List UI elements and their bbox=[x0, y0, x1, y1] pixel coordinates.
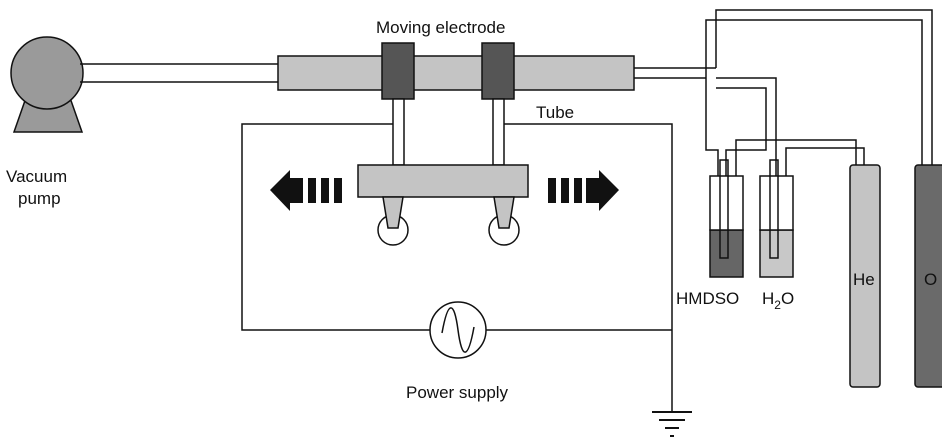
oxygen-label: O bbox=[924, 270, 937, 289]
carriage-wheel-left bbox=[377, 196, 409, 246]
sine-wave-icon bbox=[429, 301, 487, 359]
power-supply-label: Power supply bbox=[406, 383, 509, 402]
electrode-ring-left bbox=[381, 42, 415, 100]
arrow-left-icon bbox=[270, 170, 342, 211]
moving-electrode-label: Moving electrode bbox=[376, 18, 505, 37]
electrode-ring-right bbox=[481, 42, 515, 100]
ground-symbol-icon bbox=[652, 411, 692, 437]
water-label-sub: 2 bbox=[774, 298, 781, 312]
moving-carriage bbox=[357, 164, 529, 198]
water-label-tail: O bbox=[781, 289, 794, 308]
arrow-right-icon bbox=[548, 170, 619, 211]
hmdso-bubbler bbox=[709, 159, 744, 278]
water-label-base: H bbox=[762, 289, 774, 308]
helium-label: He bbox=[853, 270, 875, 289]
helium-cylinder bbox=[849, 164, 881, 388]
vacuum-pump bbox=[10, 36, 84, 133]
carriage-wheel-right bbox=[488, 196, 520, 246]
pump-pipe bbox=[80, 63, 278, 83]
tube-label: Tube bbox=[536, 103, 574, 122]
reactor-tube bbox=[277, 55, 635, 91]
water-bubbler bbox=[759, 159, 794, 278]
oxygen-cylinder bbox=[914, 164, 942, 388]
water-label: H2O bbox=[762, 289, 794, 312]
circuit-wires bbox=[241, 123, 673, 412]
vacuum-pump-label-line2: pump bbox=[18, 189, 61, 208]
electrode-rods bbox=[392, 98, 505, 166]
vacuum-pump-label-line1: Vacuum bbox=[6, 167, 67, 186]
hmdso-label: HMDSO bbox=[676, 289, 739, 308]
